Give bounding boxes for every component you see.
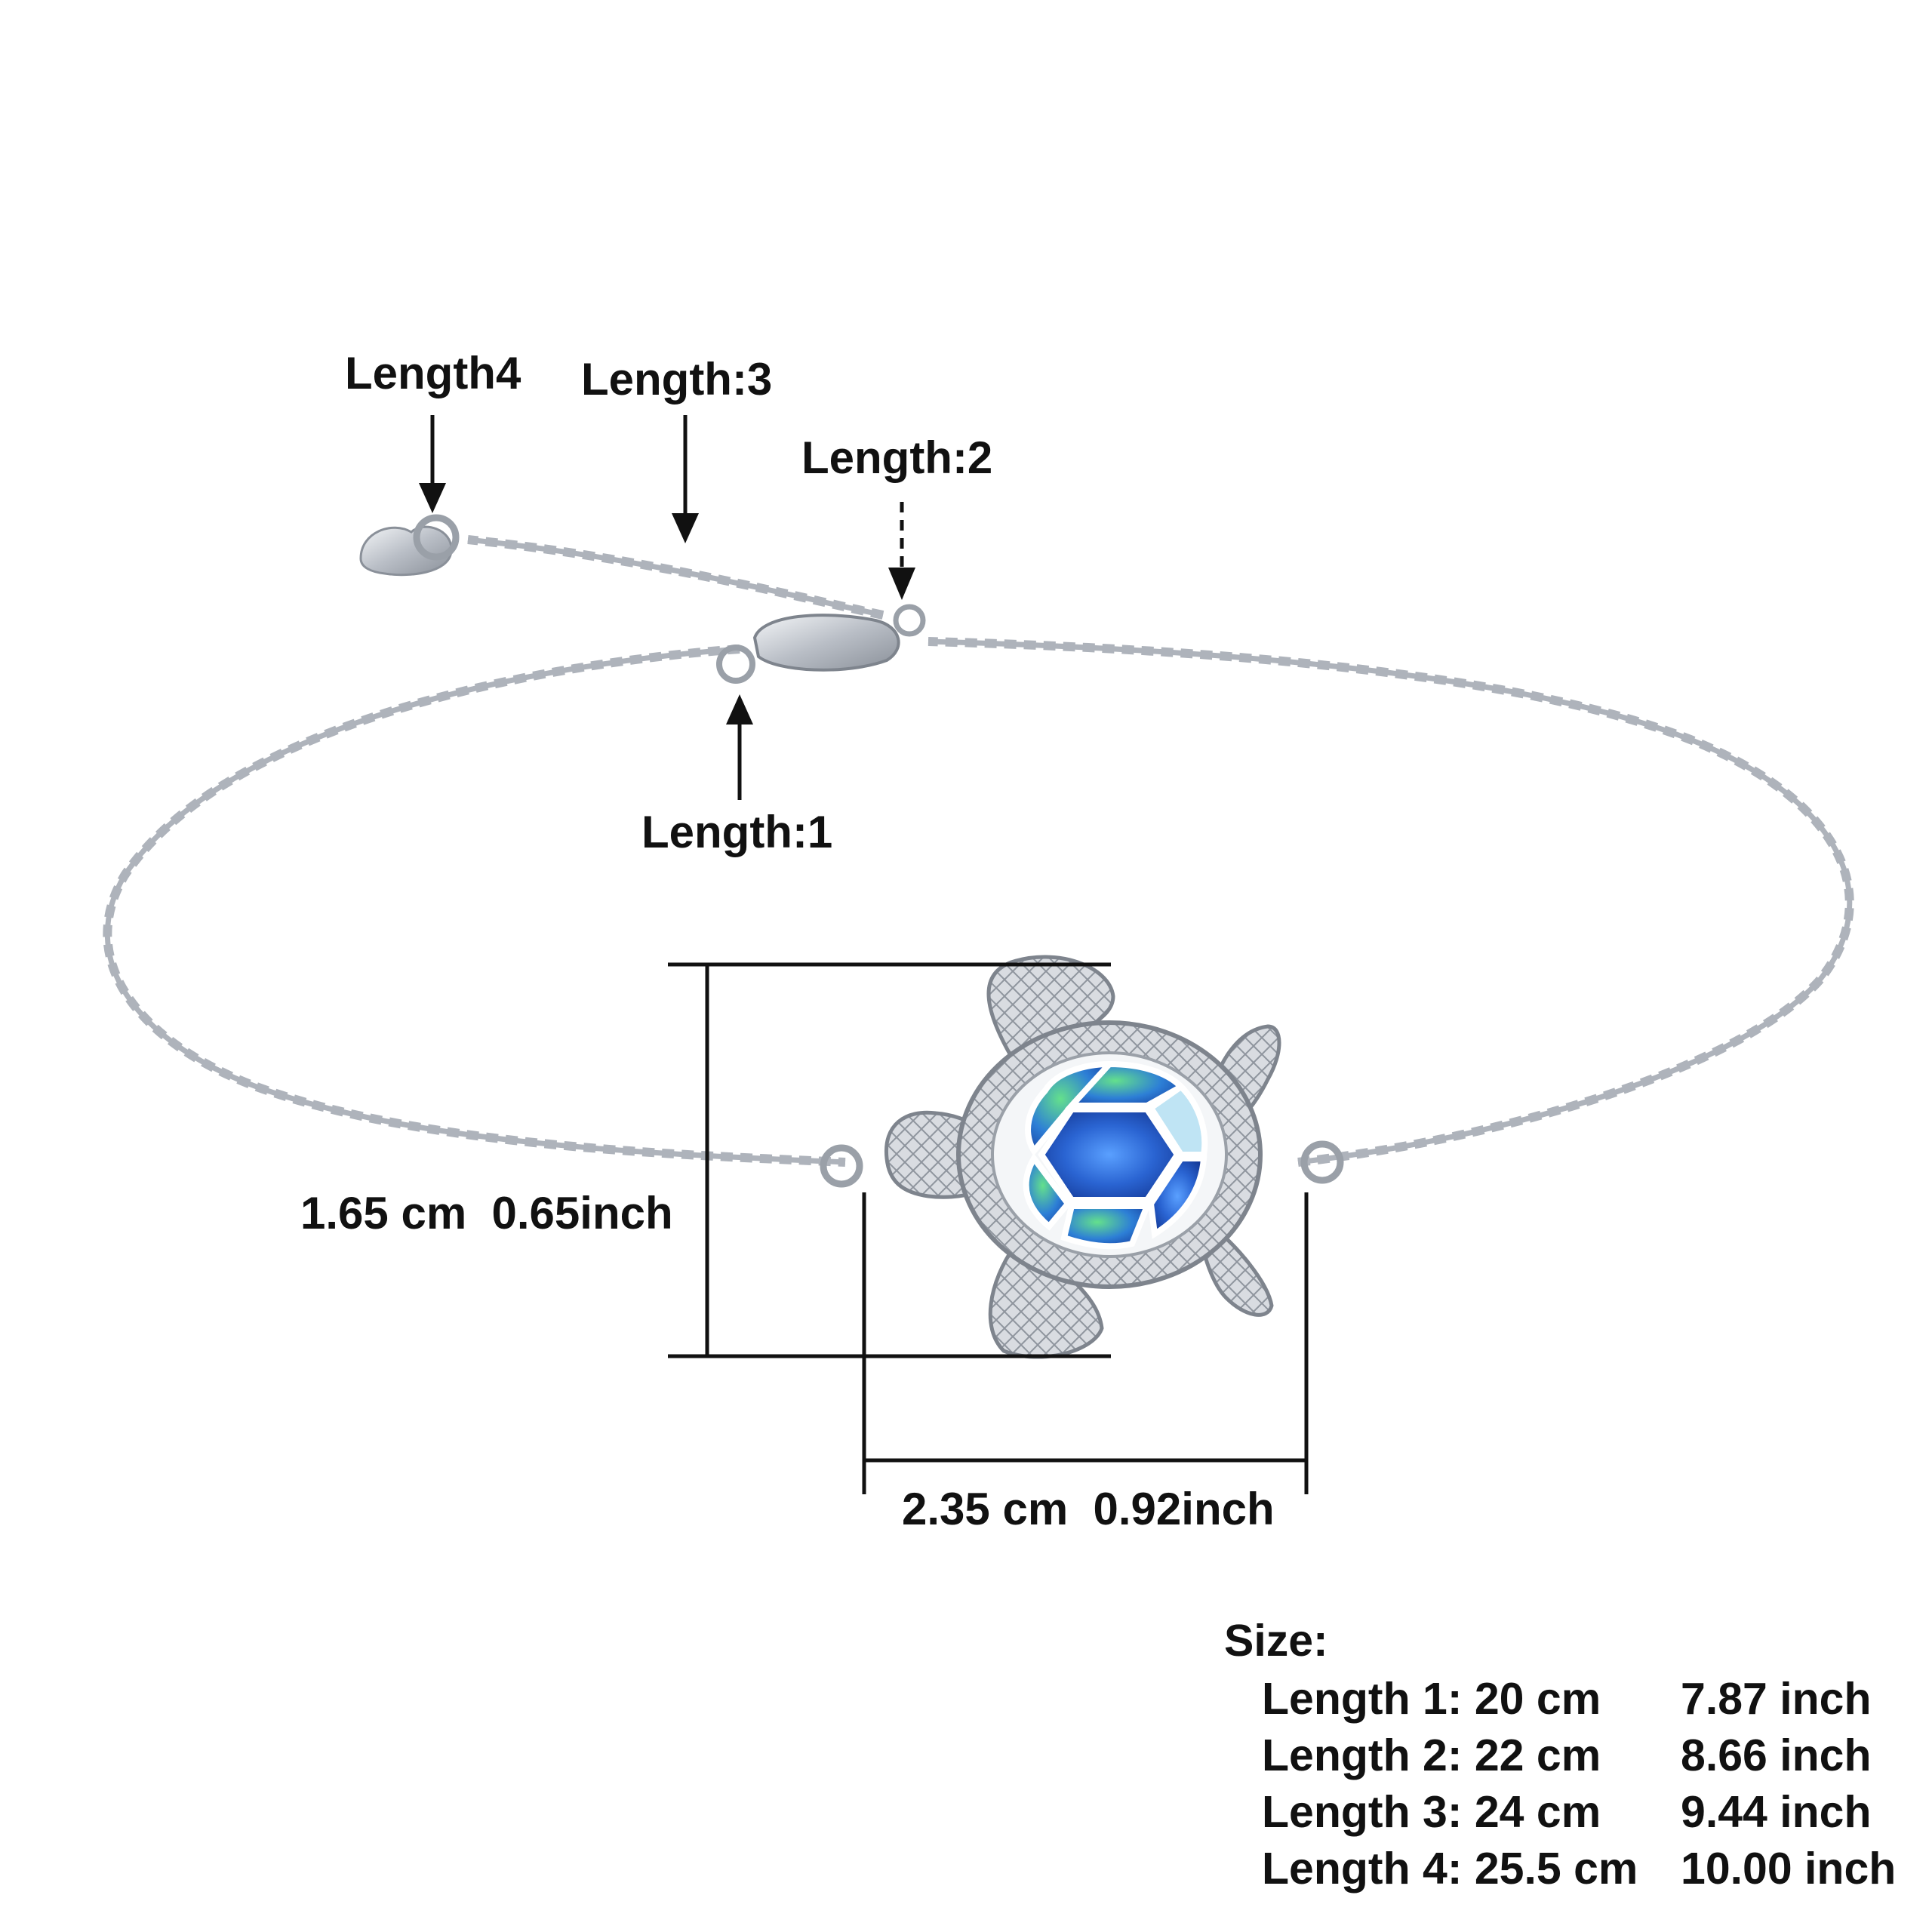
- size-length-label: Length 4: 25.5 cm: [1262, 1844, 1638, 1894]
- size-row: Length 2: 22 cm 8.66 inch: [1262, 1734, 1896, 1790]
- turtle-pendant: [884, 955, 1281, 1359]
- callout-arrows: [419, 415, 915, 800]
- length3-callout: Length:3: [581, 354, 773, 405]
- width-dimension-label: 2.35 cm 0.92inch: [902, 1484, 1275, 1534]
- size-title: Size:: [1224, 1616, 1328, 1666]
- left-jump-ring: [820, 1144, 863, 1188]
- lobster-clasp: [716, 604, 926, 684]
- size-row: Length 4: 25.5 cm 10.00 inch: [1262, 1847, 1896, 1903]
- height-dimension-label: 1.65 cm 0.65inch: [300, 1188, 673, 1238]
- size-table: Size: Length 1: 20 cm 7.87 inch Length 2…: [1224, 1619, 1896, 1903]
- dimension-lines: [668, 962, 1309, 1494]
- size-inch-value: 10.00 inch: [1681, 1844, 1897, 1894]
- size-inch-value: 7.87 inch: [1681, 1674, 1872, 1724]
- size-length-label: Length 2: 22 cm: [1262, 1730, 1601, 1780]
- bracelet-chain: [103, 535, 1854, 1167]
- right-jump-ring: [1300, 1140, 1344, 1184]
- length2-callout: Length:2: [801, 432, 993, 483]
- size-row: Length 1: 20 cm 7.87 inch: [1262, 1677, 1896, 1734]
- length4-callout: Length4: [345, 348, 521, 398]
- size-length-label: Length 3: 24 cm: [1262, 1787, 1601, 1837]
- size-length-label: Length 1: 20 cm: [1262, 1674, 1601, 1724]
- size-inch-value: 9.44 inch: [1681, 1787, 1872, 1837]
- size-inch-value: 8.66 inch: [1681, 1730, 1872, 1780]
- opal-inlays: [1023, 1060, 1208, 1250]
- back-left-flipper: [988, 1243, 1104, 1359]
- chain-end-tag: [359, 514, 460, 577]
- length1-callout: Length:1: [641, 807, 833, 857]
- size-row: Length 3: 24 cm 9.44 inch: [1262, 1790, 1896, 1847]
